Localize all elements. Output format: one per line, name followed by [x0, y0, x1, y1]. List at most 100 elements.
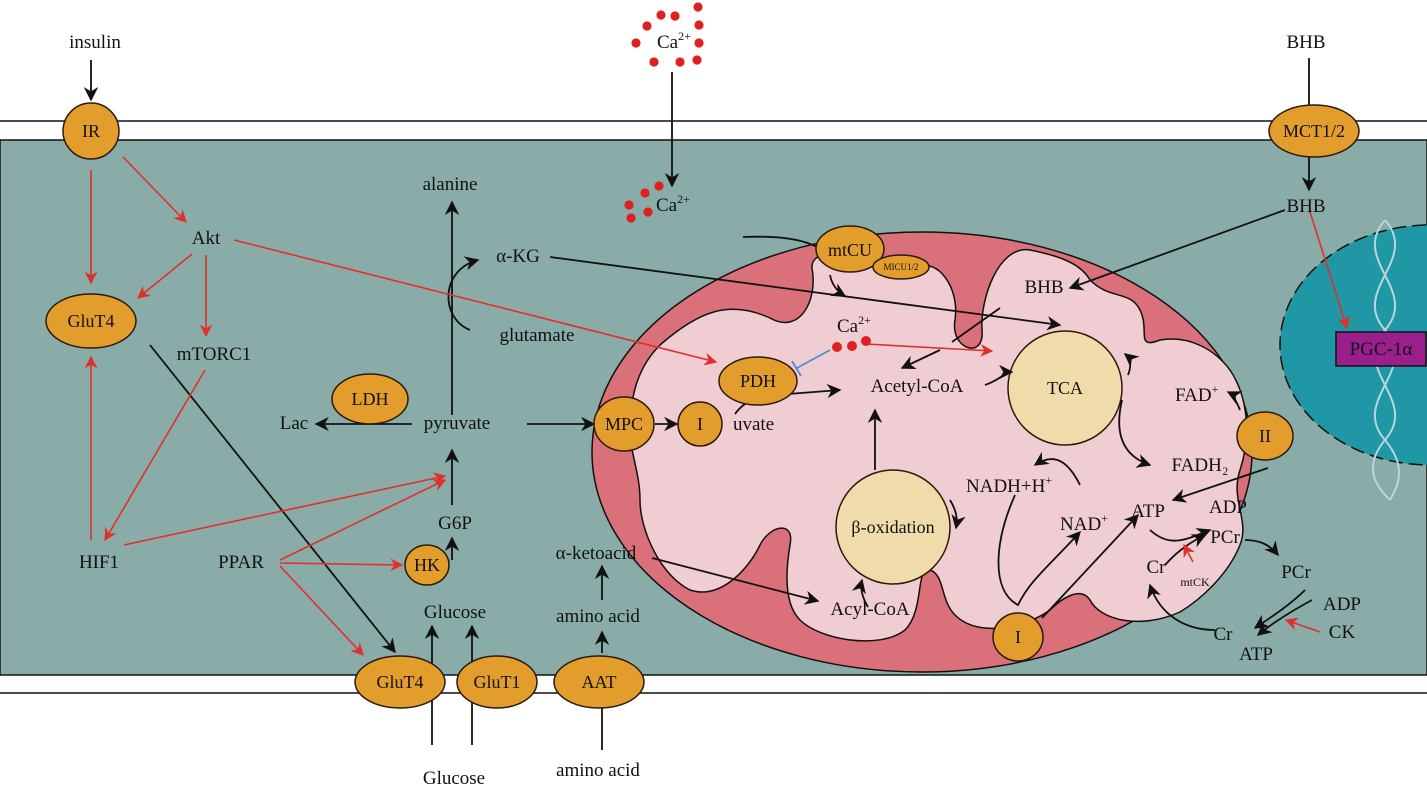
- label-glut4-bottom: GluT4: [377, 672, 424, 692]
- arrow-ppar-hk: [279, 558, 404, 572]
- arrow-cr-in: [1147, 583, 1216, 631]
- pgc-1a-box: [1335, 331, 1427, 367]
- mpc-carrier: [593, 396, 655, 452]
- tca-cycle: [1007, 330, 1123, 446]
- arrow-ppar-glut4: [279, 565, 364, 656]
- arrow-akt-pdh: [233, 239, 718, 366]
- label-glutamate: glutamate: [500, 325, 575, 346]
- arrow-hif1-pyruvate: [123, 472, 447, 546]
- arrow-mtorc1-hif1: [104, 369, 206, 542]
- calcium-dots-mito: [832, 336, 871, 352]
- arrow-tca-top: [1123, 353, 1140, 376]
- arrow-ppar-pyruvate: [279, 479, 447, 561]
- label-ppar: PPAR: [218, 552, 264, 573]
- label-pgc-1a: PGC-1α: [1350, 339, 1413, 360]
- arrow-adp-atp: [1256, 599, 1313, 636]
- label-bhb-top: BHB: [1286, 32, 1325, 53]
- inhibition-ca-pdh: [796, 349, 831, 369]
- mtcu-channel: [815, 225, 885, 273]
- label-fadh2: FADH₂: [1172, 455, 1229, 476]
- micu-subunit: [872, 254, 930, 280]
- arrow-akg-tca: [549, 256, 1062, 331]
- arrow-beta-cycle: [949, 499, 966, 530]
- arrow-nadh-cycle: [1033, 451, 1081, 486]
- label-alanine: alanine: [423, 174, 478, 195]
- label-complex-ii: II: [1259, 426, 1271, 446]
- beta-oxidation-cycle: [835, 469, 951, 585]
- arrow-nadh-nad: [997, 494, 1081, 607]
- label-insulin: insulin: [69, 32, 121, 53]
- complex-ii: [1236, 411, 1294, 461]
- arrow-fadh2-atp: [1171, 467, 1269, 503]
- label-adp-cytosol: ADP: [1323, 594, 1361, 615]
- label-cr-mito: Cr: [1147, 557, 1167, 578]
- arrow-ck: [1284, 617, 1321, 633]
- arrow-akt-glut4: [137, 253, 193, 299]
- label-mtcu: mtCU: [828, 240, 872, 260]
- label-glut4-left: GluT4: [68, 311, 115, 331]
- arrow-bhb-to-mito: [1068, 209, 1286, 291]
- complex-i-bottom: [992, 612, 1044, 662]
- hk-enzyme: [404, 544, 450, 586]
- label-pyruvate-mito: uvate: [733, 414, 774, 435]
- arrow-pcr-out: [1244, 539, 1279, 557]
- arrow-ca-tca: [865, 343, 994, 357]
- label-pcr-mito: PCr: [1210, 527, 1240, 548]
- arrow-i-atp: [1041, 513, 1139, 619]
- label-acetyl-coa: Acetyl-CoA: [871, 376, 964, 397]
- label-ldh: LDH: [352, 389, 389, 409]
- label-mpc: MPC: [605, 414, 643, 434]
- label-mtorc1: mTORC1: [177, 344, 252, 365]
- arrow-bhb-pgc: [1309, 211, 1350, 330]
- label-beta-oxidation: β-oxidation: [851, 517, 934, 537]
- label-bhb-cytosol: BHB: [1286, 196, 1325, 217]
- label-glut1: GluT1: [474, 672, 521, 692]
- label-adp-mito: ADP: [1209, 497, 1247, 518]
- label-ca-mito: Ca2+: [837, 313, 871, 337]
- label-pcr-cytosol: PCr: [1281, 562, 1311, 583]
- ldh-enzyme: [331, 373, 409, 425]
- calcium-dots-top: [631, 2, 704, 67]
- label-g6p: G6P: [438, 513, 472, 534]
- label-acyl-coa: Acyl-CoA: [830, 599, 909, 620]
- label-hif1: HIF1: [79, 552, 119, 573]
- label-pyruvate: pyruvate: [424, 413, 490, 434]
- label-complex-i-top: I: [697, 414, 703, 434]
- line-bhb-acetyl: [951, 307, 1001, 343]
- arrow-mtcu-ca: [829, 274, 847, 297]
- arrow-tca-fadh2: [1118, 399, 1152, 468]
- label-micu: MICU1/2: [883, 262, 918, 272]
- label-nadh: NADH+H+: [966, 473, 1052, 497]
- label-aat: AAT: [582, 672, 617, 692]
- label-bhb-mito: BHB: [1024, 277, 1063, 298]
- label-nad: NAD+: [1060, 511, 1108, 535]
- label-glucose-in: Glucose: [424, 602, 486, 623]
- label-cr-cytosol: Cr: [1214, 624, 1234, 645]
- label-glucose-outside: Glucose: [423, 768, 485, 789]
- complex-i-top: [677, 401, 723, 447]
- label-amino-acid-outside: amino acid: [556, 760, 640, 781]
- label-pdh: PDH: [740, 371, 776, 391]
- label-fad: FAD+: [1175, 382, 1219, 406]
- label-ketoacid: α-ketoacid: [556, 543, 637, 564]
- glut1-transporter: [456, 655, 538, 709]
- label-ca-top: Ca2+: [657, 29, 691, 53]
- arrow-mtck: [1183, 543, 1196, 563]
- label-lac: Lac: [280, 413, 308, 434]
- arrow-ketoacid-acylcoa: [651, 557, 820, 605]
- label-hk: HK: [414, 555, 440, 575]
- label-complex-i-bottom: I: [1015, 627, 1021, 647]
- arrow-pdh-acetyl: [787, 383, 842, 399]
- arrow-acetyl-tca: [984, 364, 1014, 386]
- label-atp-cytosol: ATP: [1239, 644, 1273, 665]
- arrow-glut4-translocation: [149, 344, 396, 654]
- label-tca: TCA: [1047, 378, 1083, 398]
- calcium-dots-cytosol: [624, 181, 664, 223]
- ir-receptor: [62, 102, 120, 160]
- label-mtck: mtCK: [1180, 575, 1210, 589]
- label-akg: α-KG: [496, 246, 540, 267]
- label-atp-mito: ATP: [1131, 501, 1165, 522]
- dna-strand-2: [1372, 219, 1397, 501]
- arrow-acyl-beta: [851, 578, 869, 608]
